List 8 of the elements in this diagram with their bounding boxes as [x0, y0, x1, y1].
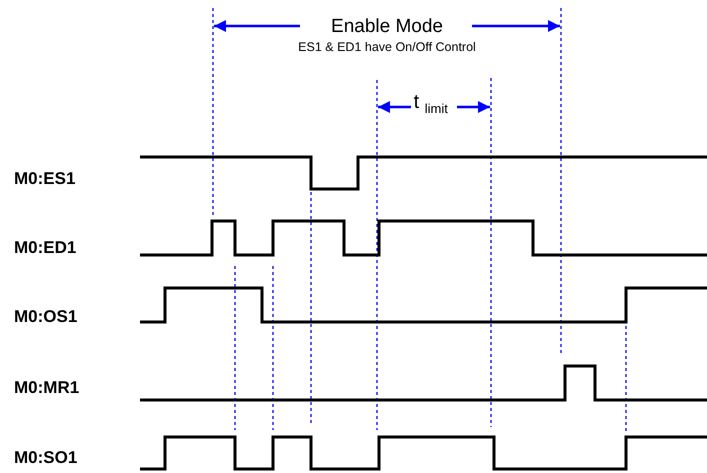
mode-description: ES1 & ED1 have On/Off Control [298, 40, 476, 54]
duration-label: t $_{limit}$ [414, 92, 448, 115]
signal-name: M0:ED1 [14, 238, 76, 256]
signal-name: M0:MR1 [14, 378, 80, 396]
signal-name: M0:ES1 [14, 170, 76, 186]
mode-label: Enable Mode [331, 16, 443, 36]
signal-name: M0:SO1 [14, 448, 78, 466]
signal-name: M0:OS1 [14, 308, 78, 324]
